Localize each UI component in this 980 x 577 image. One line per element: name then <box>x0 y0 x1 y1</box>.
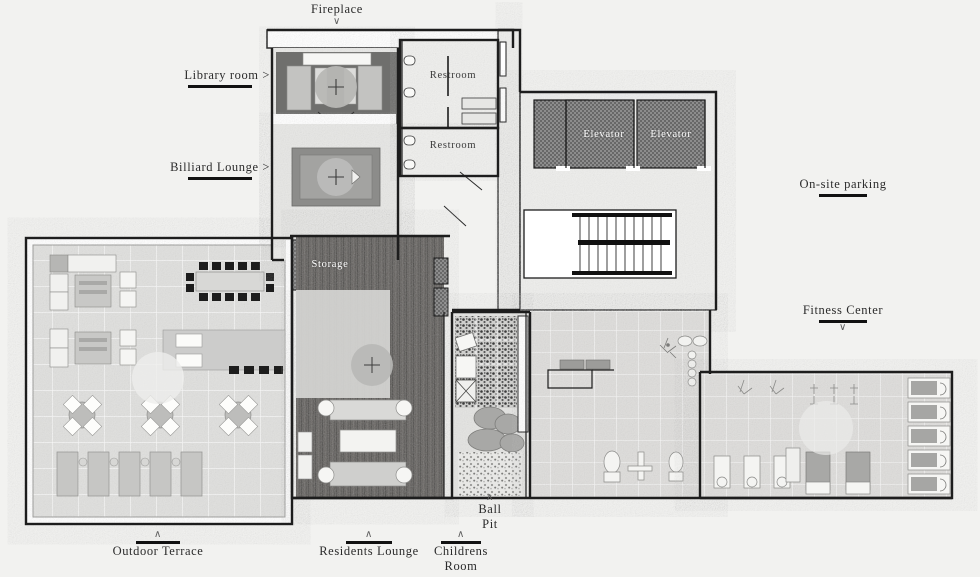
caret-down-icon: ∨ <box>333 16 341 27</box>
annotation-label: Residents Lounge <box>319 543 419 558</box>
annotation-rule <box>188 177 252 180</box>
space-restrooms <box>399 39 499 227</box>
building-walls <box>24 28 954 526</box>
annotation-rule <box>819 320 867 323</box>
terrace-sun-loungers <box>56 451 203 497</box>
library-sofa-right <box>357 65 383 111</box>
annotation-library-room[interactable]: Library room > <box>110 68 270 88</box>
terrace-dining-table <box>186 262 274 301</box>
space-lobby <box>530 312 710 498</box>
annotation-label: Pit <box>482 517 498 531</box>
elevator-car-2 <box>636 99 706 169</box>
space-childrens-room <box>452 312 529 498</box>
annotation-label: Outdoor Terrace <box>112 543 204 558</box>
stair-landing <box>578 240 670 245</box>
annotation-outdoor-terrace[interactable]: ∧ Outdoor Terrace <box>98 530 218 559</box>
interior-partitions <box>401 40 706 498</box>
annotation-label: Library room > <box>184 68 270 82</box>
lobby-plant <box>659 337 677 359</box>
annotation-fitness-center[interactable]: Fitness Center ∨ <box>789 303 897 332</box>
annotation-rule <box>346 541 392 544</box>
library-sofa-left <box>286 65 312 111</box>
terrace-round-tables <box>62 394 259 437</box>
space-billiard-lounge <box>272 124 402 236</box>
ball-pit-area <box>458 452 522 496</box>
billiard-player-figure <box>351 169 361 185</box>
annotation-label: Ball <box>478 502 502 516</box>
space-residents-lounge <box>296 236 449 498</box>
terrace-planter <box>132 352 184 404</box>
lounge-console <box>297 431 313 480</box>
fitness-treadmills <box>907 377 951 495</box>
annotation-label: Childrens <box>433 543 488 558</box>
annotation-label: Billiard Lounge > <box>170 160 270 174</box>
stairwell <box>523 209 677 279</box>
lounge-sofa-top <box>329 399 407 421</box>
lobby-seating <box>603 450 684 483</box>
caret-up-icon: ∧ <box>365 529 373 540</box>
annotation-rule <box>441 541 481 544</box>
lounge-sofa-bottom <box>329 461 407 487</box>
annotation-rule <box>188 85 252 88</box>
caret-up-icon: ∧ <box>154 529 162 540</box>
lounge-coffee-table <box>339 429 397 453</box>
fitness-spin-bikes <box>713 455 791 489</box>
space-outdoor-terrace <box>25 237 293 525</box>
space-core-circulation <box>497 29 521 311</box>
space-fitness-center <box>700 372 952 498</box>
annotation-billiard-lounge[interactable]: Billiard Lounge > <box>100 160 270 180</box>
annotation-label: On-site parking <box>799 177 887 191</box>
fitness-equipment-upper <box>737 379 858 405</box>
annotation-rule <box>819 194 867 197</box>
caret-down-icon: ∨ <box>839 321 847 333</box>
terrace-lounge-group-upper <box>49 254 137 311</box>
elevator-car-1 <box>565 99 635 169</box>
annotation-fireplace[interactable]: Fireplace∨ <box>306 2 368 27</box>
space-elevator-lobby <box>519 91 717 311</box>
annotation-label: Room <box>444 558 478 573</box>
annotation-label: Fireplace <box>311 2 363 16</box>
annotation-on-site-parking[interactable]: On-site parking <box>786 177 900 197</box>
fitness-cable-machine <box>785 447 801 483</box>
caret-up-icon: ∧ <box>486 492 494 503</box>
annotation-label: Fitness Center <box>802 303 884 317</box>
fireplace-hearth <box>302 52 372 66</box>
caret-up-icon: ∧ <box>457 529 465 540</box>
annotation-rule <box>136 541 180 544</box>
annotation-residents-lounge[interactable]: ∧ Residents Lounge <box>310 530 428 559</box>
fitness-weight-benches <box>805 451 871 495</box>
terrace-lounge-group-lower <box>49 328 286 374</box>
